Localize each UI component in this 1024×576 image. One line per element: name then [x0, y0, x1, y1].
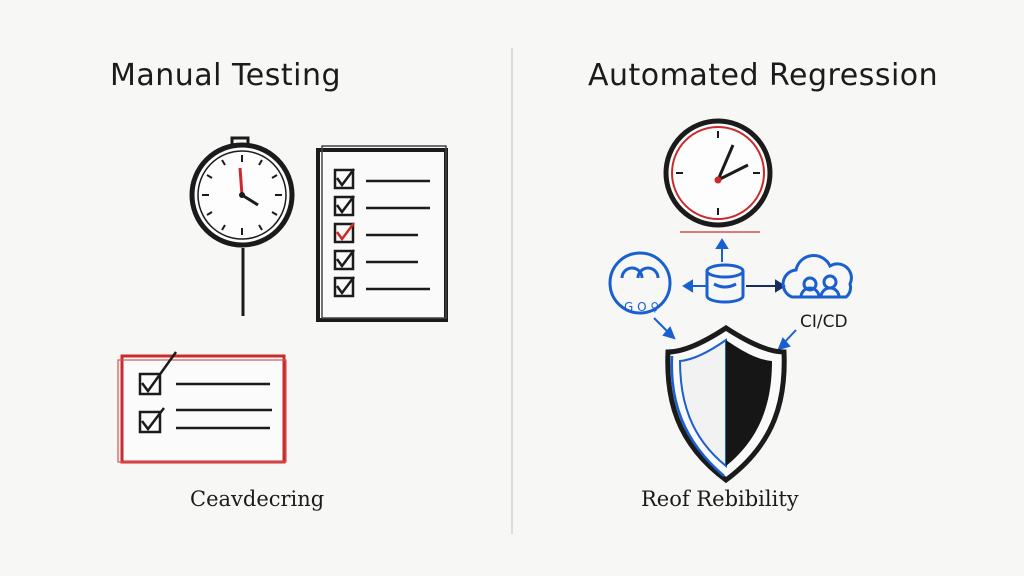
checklist-row — [138, 407, 272, 434]
automated-regression-title: Automated Regression — [588, 58, 939, 93]
manual-testing-title: Manual Testing — [110, 58, 342, 93]
connector-arrows — [653, 238, 797, 351]
shield-icon — [665, 325, 787, 484]
checklist-row — [333, 276, 430, 298]
checklist-document-icon — [316, 145, 448, 322]
checklist-row — [333, 222, 418, 244]
cicd-label: CI/CD — [800, 312, 848, 332]
team-icon-glyphs: G O ♀ — [624, 300, 659, 314]
team-icon: G O ♀ — [608, 251, 672, 315]
checklist-row — [333, 168, 430, 190]
cloud-users-icon — [781, 254, 853, 299]
checklist-row — [138, 351, 270, 396]
manual-testing-caption: Ceavdecring — [190, 487, 325, 511]
automated-regression-caption: Reof Rebibility — [641, 487, 799, 511]
checklist-row — [333, 249, 418, 271]
stopwatch-icon — [189, 136, 295, 316]
red-checklist-card-icon — [117, 351, 287, 464]
checklist-row — [333, 195, 430, 217]
clock-icon — [663, 118, 773, 233]
panel-divider — [511, 48, 513, 534]
database-icon — [705, 263, 745, 304]
